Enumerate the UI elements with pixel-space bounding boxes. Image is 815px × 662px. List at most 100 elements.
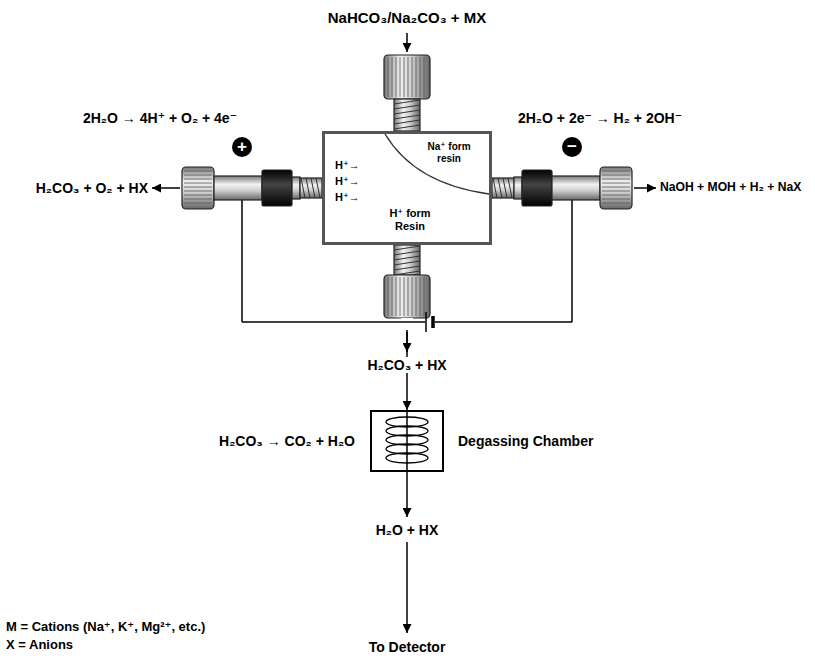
knurl-ridge	[396, 57, 397, 97]
knurl-ridge	[184, 179, 212, 180]
knurl-ridge	[404, 57, 405, 97]
knurl-ridge	[602, 171, 630, 172]
tube	[292, 177, 300, 199]
knurl-ridge	[184, 171, 212, 172]
resin-label: Na⁺ form resin	[423, 141, 475, 164]
thread-line	[394, 115, 420, 119]
electrode-wire	[435, 321, 572, 323]
knurl-ridge	[184, 175, 212, 176]
thread-line	[493, 178, 497, 198]
knurl-ridge	[392, 57, 393, 97]
flow-arrow	[406, 33, 408, 52]
electrode-band	[262, 170, 292, 206]
thread-line	[301, 178, 305, 198]
thread-line	[394, 105, 420, 109]
knurl-ridge	[404, 277, 405, 316]
threaded-neck	[394, 245, 420, 275]
key-note: M = Cations (Na⁺, K⁺, Mg²⁺, etc.)	[6, 620, 205, 635]
knurl-ridge	[602, 179, 630, 180]
electrode-sign: −	[567, 137, 577, 157]
knurl-ridge	[408, 57, 409, 97]
flow-arrow	[634, 187, 656, 189]
knurl-ridge	[184, 199, 212, 200]
thread-line	[394, 100, 420, 104]
thread-line	[394, 246, 420, 250]
battery-plate	[425, 312, 427, 332]
electrode-sign: +	[237, 137, 247, 157]
knurl-ridge	[388, 57, 389, 97]
flow-arrow	[406, 542, 408, 633]
knurl-ridge	[424, 57, 425, 97]
degassing-coil	[386, 453, 428, 463]
knurl-ridge	[388, 277, 389, 316]
threaded-neck	[300, 178, 322, 198]
knurl-ridge	[602, 195, 630, 196]
ground-patch	[401, 318, 413, 330]
knurl-ridge	[392, 277, 393, 316]
flow-arrow	[406, 472, 408, 517]
battery-plate	[431, 316, 435, 328]
ion-flow-label: H⁺→	[335, 159, 360, 172]
threaded-neck	[394, 99, 420, 131]
knurled-nut	[384, 55, 430, 99]
ion-flow-label: H⁺→	[335, 175, 360, 188]
knurl-ridge	[408, 277, 409, 316]
knurl-ridge	[416, 57, 417, 97]
knurl-ridge	[420, 277, 421, 316]
knurl-ridge	[184, 183, 212, 184]
thread-line	[508, 178, 512, 198]
knurl-ridge	[412, 277, 413, 316]
stream-label: H₂O + HX	[376, 522, 439, 538]
flow-arrow	[406, 332, 408, 352]
tube	[214, 176, 262, 200]
anode-sign: +	[232, 137, 252, 157]
stream-label: NaOH + MOH + H₂ + NaX	[660, 181, 801, 195]
stream-label: To Detector	[369, 639, 446, 655]
knurl-ridge	[184, 195, 212, 196]
stream-label: 2H₂O + 2e⁻ → H₂ + 2OH⁻	[518, 110, 682, 126]
threaded-neck	[492, 178, 514, 198]
knurl-ridge	[602, 199, 630, 200]
knurl-ridge	[400, 57, 401, 97]
knurl-ridge	[184, 187, 212, 188]
chamber-label: Degassing Chamber	[458, 433, 593, 449]
thread-line	[394, 266, 420, 270]
thread-line	[394, 256, 420, 260]
knurl-ridge	[602, 191, 630, 192]
stream-label: H₂CO₃ → CO₂ + H₂O	[219, 433, 355, 449]
resin-label: H⁺ form Resin	[379, 207, 441, 232]
thread-line	[503, 178, 507, 198]
knurl-ridge	[424, 277, 425, 316]
thread-line	[316, 178, 320, 198]
electrode-wire	[241, 198, 243, 322]
thread-line	[394, 125, 420, 129]
thread-line	[311, 178, 315, 198]
electrode-wire	[242, 321, 425, 323]
tube	[514, 177, 522, 199]
knurl-ridge	[412, 57, 413, 97]
knurl-ridge	[400, 277, 401, 316]
knurled-nut	[600, 167, 632, 209]
cathode-sign: −	[562, 137, 582, 157]
thread-line	[306, 178, 310, 198]
tube	[552, 176, 600, 200]
key-note: X = Anions	[6, 638, 73, 653]
knurl-ridge	[184, 203, 212, 204]
thread-line	[394, 110, 420, 114]
degassing-chamber: Degassing Chamber	[370, 410, 444, 472]
thread-line	[394, 120, 420, 124]
knurl-ridge	[420, 57, 421, 97]
thread-line	[394, 251, 420, 255]
flow-arrow	[152, 187, 180, 189]
knurled-nut	[384, 275, 430, 318]
knurl-ridge	[602, 175, 630, 176]
electrode-wire	[571, 198, 573, 322]
thread-line	[394, 261, 420, 265]
knurl-ridge	[184, 191, 212, 192]
stream-label: 2H₂O → 4H⁺ + O₂ + 4e⁻	[83, 110, 237, 126]
stream-label: H₂CO₃ + O₂ + HX	[36, 180, 148, 196]
stream-label: H₂CO₃ + HX	[363, 357, 450, 373]
knurl-ridge	[602, 203, 630, 204]
electrode-band	[522, 170, 552, 206]
